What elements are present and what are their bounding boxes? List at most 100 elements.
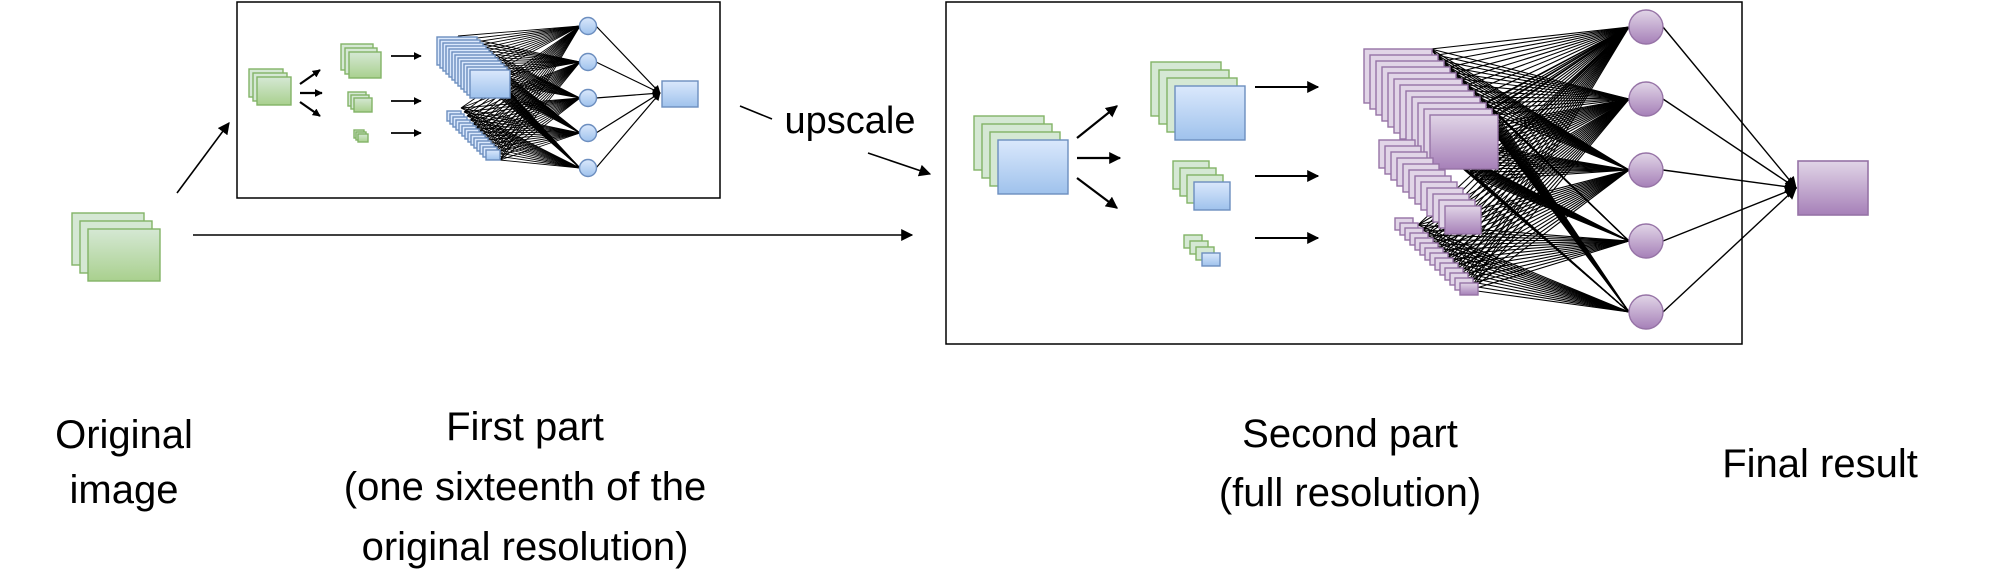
first-neuron bbox=[578, 158, 598, 178]
second-feature-large-layer bbox=[1429, 114, 1499, 170]
second-fc-edge bbox=[1469, 289, 1630, 313]
second-fc-edge bbox=[1461, 279, 1630, 313]
second-scale-mid-layer bbox=[1193, 181, 1231, 211]
first-fc-edge bbox=[496, 61, 581, 157]
first-fc-edge bbox=[463, 61, 581, 113]
connectors bbox=[176, 105, 932, 241]
second-neuron bbox=[1628, 294, 1664, 330]
second-fc-edge bbox=[1441, 254, 1630, 313]
second-fc-edge bbox=[1425, 234, 1630, 242]
first-part-frame bbox=[236, 1, 721, 199]
second-fc-edge bbox=[1472, 26, 1630, 92]
second-neuron bbox=[1628, 81, 1664, 117]
second-neuron bbox=[1628, 152, 1664, 188]
arrow-upscale-to-second bbox=[867, 152, 932, 177]
final-result-label: Final result bbox=[1722, 442, 1918, 486]
second-part-network bbox=[973, 9, 1869, 330]
second-fc-edge bbox=[1478, 26, 1630, 98]
first-neuron bbox=[578, 52, 598, 72]
second-fc-edge bbox=[1445, 259, 1630, 313]
second-fc-edge bbox=[1436, 26, 1630, 56]
second-input-layer bbox=[997, 139, 1069, 195]
second-fc-edge bbox=[1465, 284, 1630, 313]
second-feature-small-layer bbox=[1459, 282, 1479, 296]
first-fc-edge bbox=[499, 97, 581, 161]
second-fc-edge bbox=[1469, 98, 1630, 291]
second-input-arrow bbox=[1076, 177, 1118, 209]
arrow-original-to-first bbox=[176, 122, 230, 194]
first-fc-edge bbox=[472, 123, 581, 134]
first-neuron bbox=[578, 16, 598, 36]
first-fc-edge bbox=[466, 61, 581, 117]
first-fc-edge bbox=[459, 25, 581, 41]
first-fc-edge bbox=[487, 132, 581, 145]
first-fc-edge bbox=[478, 131, 581, 134]
first-input-arrow bbox=[299, 69, 321, 85]
second-fc-edge bbox=[1437, 249, 1630, 313]
first-part-network bbox=[248, 16, 699, 178]
second-fc-edge bbox=[1436, 54, 1630, 100]
first-scale-small-layer bbox=[357, 133, 369, 143]
first-fc-edge bbox=[469, 61, 581, 121]
second-fc-edge bbox=[1460, 78, 1630, 100]
second-scale-large-layer bbox=[1174, 85, 1246, 141]
original-image-label-line1: Original bbox=[55, 413, 193, 457]
first-fc-edge bbox=[496, 155, 581, 169]
first-fc-edge bbox=[469, 25, 581, 121]
second-fc-edge bbox=[1457, 240, 1630, 276]
original-image-layer bbox=[87, 228, 161, 282]
second-fc-edge bbox=[1448, 66, 1630, 100]
first-fc-edge bbox=[493, 151, 581, 169]
second-neuron bbox=[1628, 9, 1664, 45]
second-fc-edge bbox=[1430, 48, 1630, 100]
first-fc-edge bbox=[499, 159, 581, 169]
second-fc-edge bbox=[1448, 26, 1630, 68]
first-part-label-line3: original resolution) bbox=[362, 525, 689, 569]
first-fc-edge bbox=[466, 25, 581, 117]
second-fc-edge bbox=[1469, 240, 1630, 291]
first-scale-large-layer bbox=[348, 51, 382, 79]
first-output bbox=[661, 80, 699, 108]
first-fc-edge bbox=[472, 25, 581, 125]
first-fc-edge bbox=[481, 132, 581, 137]
second-fc-edge bbox=[1445, 169, 1630, 261]
second-fc-edge bbox=[1430, 26, 1630, 50]
final-result-box bbox=[1797, 160, 1869, 216]
second-node-to-output-edge bbox=[1662, 169, 1798, 193]
second-node-to-output-edge bbox=[1662, 98, 1797, 189]
first-fc-edge bbox=[493, 132, 581, 153]
second-node-to-output-edge bbox=[1662, 187, 1797, 313]
first-node-to-output-edge bbox=[595, 92, 661, 169]
second-scale-small-layer bbox=[1201, 252, 1221, 267]
second-fc-edge bbox=[1442, 26, 1630, 62]
first-fc-edge bbox=[490, 132, 581, 149]
first-fc-edge bbox=[460, 97, 581, 109]
first-node-to-output-edge bbox=[595, 25, 661, 94]
first-feature-small-layer bbox=[485, 149, 501, 161]
second-fc-edge bbox=[1449, 264, 1630, 313]
first-fc-edge bbox=[481, 135, 581, 169]
first-neuron bbox=[578, 88, 598, 108]
first-fc-edge bbox=[484, 132, 581, 141]
first-fc-edge bbox=[490, 147, 581, 169]
first-input-arrow bbox=[299, 101, 321, 117]
first-feature-large-layer bbox=[469, 69, 511, 99]
first-fc-edge bbox=[475, 25, 581, 129]
second-part-label-line1: Second part bbox=[1242, 412, 1458, 456]
first-fc-edge bbox=[472, 61, 581, 125]
second-input-arrow bbox=[1076, 105, 1118, 139]
second-fc-edge bbox=[1441, 169, 1630, 256]
first-fc-edge bbox=[475, 127, 581, 134]
second-feature-mid-layer bbox=[1444, 205, 1482, 235]
first-fc-edge bbox=[460, 107, 581, 134]
first-fc-edge bbox=[478, 25, 581, 133]
second-neuron bbox=[1628, 223, 1664, 259]
second-fc-edge bbox=[1457, 274, 1630, 313]
second-fc-edge bbox=[1449, 169, 1630, 266]
second-fc-edge bbox=[1469, 169, 1630, 173]
first-node-to-output-edge bbox=[595, 61, 661, 94]
first-node-to-output-edge bbox=[595, 89, 661, 99]
upscale-line-a bbox=[739, 105, 773, 120]
first-fc-edge bbox=[460, 61, 581, 109]
